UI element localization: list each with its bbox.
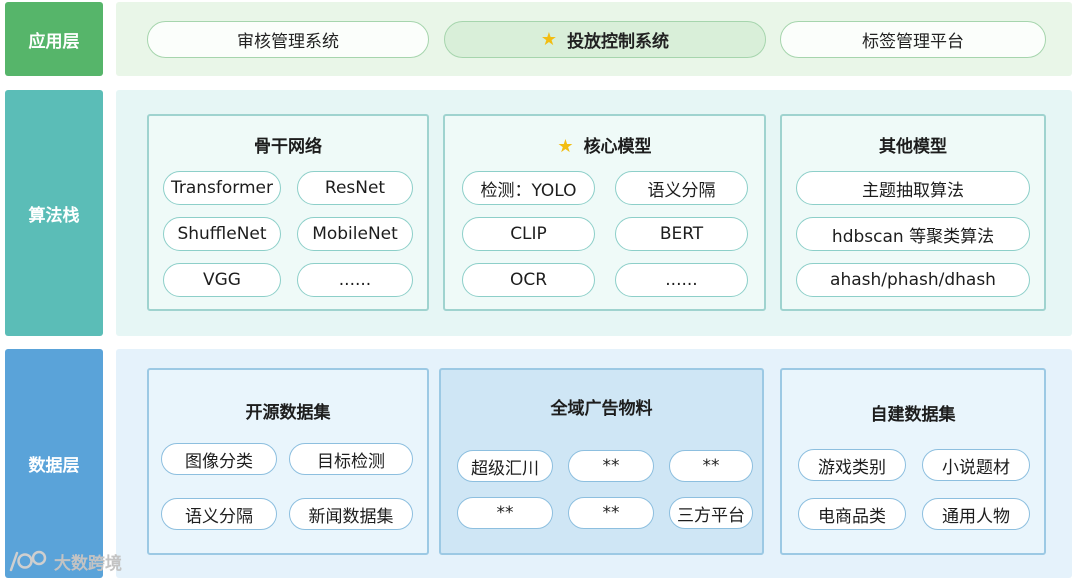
dataset-pill[interactable]: 三方平台 bbox=[669, 497, 753, 529]
group-self-built-datasets: 自建数据集 游戏类别 小说题材 电商品类 通用人物 bbox=[780, 368, 1046, 555]
dataset-pill[interactable]: 小说题材 bbox=[922, 449, 1030, 481]
model-pill[interactable]: MobileNet bbox=[297, 217, 413, 251]
model-pill[interactable]: ...... bbox=[297, 263, 413, 297]
model-pill[interactable]: ResNet bbox=[297, 171, 413, 205]
model-pill[interactable]: BERT bbox=[615, 217, 748, 251]
algo-layer-label-text: 算法栈 bbox=[28, 205, 80, 226]
app-layer-label-text: 应用层 bbox=[28, 31, 80, 52]
watermark: 大数跨境 bbox=[8, 546, 122, 576]
dataset-pill[interactable]: 图像分类 bbox=[161, 443, 277, 475]
dataset-pill[interactable]: ** bbox=[568, 497, 654, 529]
group-backbone-networks: 骨干网络 Transformer ResNet ShuffleNet Mobil… bbox=[147, 114, 429, 311]
dataset-pill[interactable]: 语义分隔 bbox=[161, 498, 277, 530]
group-title: 骨干网络 bbox=[254, 137, 322, 157]
app-layer-label: 应用层 bbox=[5, 2, 103, 76]
group-open-source-datasets: 开源数据集 图像分类 目标检测 语义分隔 新闻数据集 bbox=[147, 368, 429, 555]
dataset-pill[interactable]: 电商品类 bbox=[798, 498, 906, 530]
algo-layer-label: 算法栈 bbox=[5, 90, 103, 336]
algo-layer-panel: 骨干网络 Transformer ResNet ShuffleNet Mobil… bbox=[116, 90, 1072, 336]
group-other-models: 其他模型 主题抽取算法 hdbscan 等聚类算法 ahash/phash/dh… bbox=[780, 114, 1046, 311]
model-pill[interactable]: VGG bbox=[163, 263, 281, 297]
group-title: 开源数据集 bbox=[245, 403, 331, 423]
group-ad-materials: 全域广告物料 超级汇川 ** ** ** ** 三方平台 bbox=[439, 368, 764, 555]
data-layer-panel: 开源数据集 图像分类 目标检测 语义分隔 新闻数据集 全域广告物料 超级汇川 *… bbox=[116, 349, 1072, 578]
app-item-label: 投放控制系统 bbox=[567, 32, 670, 52]
dataset-pill[interactable]: 通用人物 bbox=[922, 498, 1030, 530]
group-title: 全域广告物料 bbox=[550, 399, 653, 419]
app-item-review-system[interactable]: 审核管理系统 bbox=[147, 21, 429, 58]
group-title: 自建数据集 bbox=[870, 405, 956, 425]
star-icon: ★ bbox=[557, 136, 574, 157]
dataset-pill[interactable]: 游戏类别 bbox=[798, 449, 906, 481]
app-item-tag-management-platform[interactable]: 标签管理平台 bbox=[780, 21, 1046, 58]
app-item-delivery-control-system[interactable]: ★ 投放控制系统 bbox=[444, 21, 766, 58]
group-title: 核心模型 bbox=[583, 137, 652, 157]
model-pill[interactable]: OCR bbox=[462, 263, 595, 297]
dataset-pill[interactable]: ** bbox=[669, 450, 753, 482]
group-core-models: ★ 核心模型 检测：YOLO 语义分隔 CLIP BERT OCR ...... bbox=[443, 114, 766, 311]
model-pill[interactable]: 语义分隔 bbox=[615, 171, 748, 205]
app-item-label: 审核管理系统 bbox=[237, 32, 339, 52]
group-title: 其他模型 bbox=[879, 137, 947, 157]
dataset-pill[interactable]: 超级汇川 bbox=[457, 450, 553, 482]
app-item-label: 标签管理平台 bbox=[862, 32, 964, 52]
dataset-pill[interactable]: ** bbox=[568, 450, 654, 482]
model-pill[interactable]: ahash/phash/dhash bbox=[796, 263, 1030, 297]
watermark-text: 大数跨境 bbox=[54, 553, 122, 574]
watermark-logo-icon bbox=[9, 550, 47, 572]
model-pill[interactable]: ...... bbox=[615, 263, 748, 297]
dataset-pill[interactable]: ** bbox=[457, 497, 553, 529]
app-layer-panel: 审核管理系统 ★ 投放控制系统 标签管理平台 bbox=[116, 2, 1072, 76]
model-pill[interactable]: CLIP bbox=[462, 217, 595, 251]
model-pill[interactable]: hdbscan 等聚类算法 bbox=[796, 217, 1030, 251]
data-layer-label-text: 数据层 bbox=[28, 456, 80, 476]
group-title-row: ★ 核心模型 bbox=[445, 132, 764, 157]
star-icon: ★ bbox=[540, 29, 558, 50]
data-layer-label: 数据层 bbox=[5, 349, 103, 578]
model-pill[interactable]: Transformer bbox=[163, 171, 281, 205]
model-pill[interactable]: 主题抽取算法 bbox=[796, 171, 1030, 205]
model-pill[interactable]: ShuffleNet bbox=[163, 217, 281, 251]
model-pill[interactable]: 检测：YOLO bbox=[462, 171, 595, 205]
dataset-pill[interactable]: 目标检测 bbox=[289, 443, 413, 475]
dataset-pill[interactable]: 新闻数据集 bbox=[289, 498, 413, 530]
